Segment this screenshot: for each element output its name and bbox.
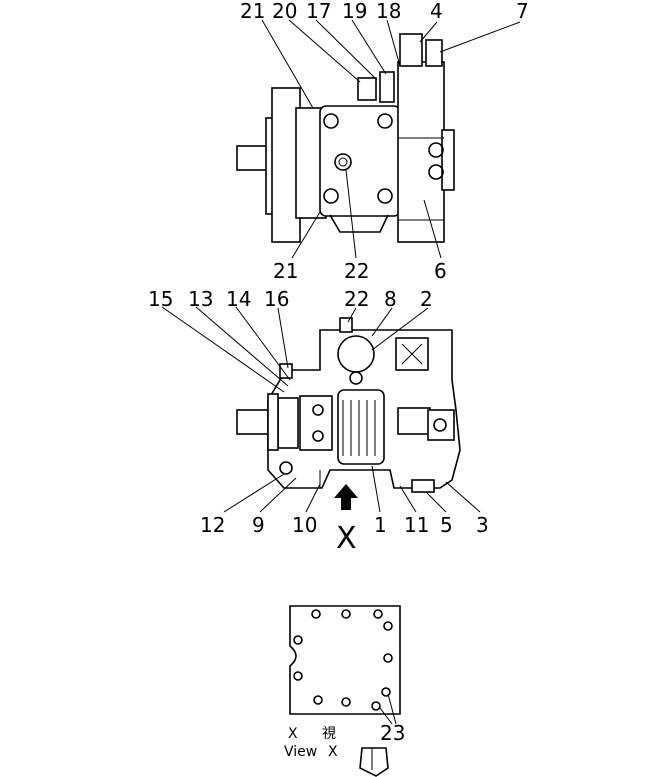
callout-label: 17 — [306, 0, 331, 23]
top-bolt-icon — [323, 113, 339, 129]
top-plug-22-icon — [334, 153, 352, 171]
callout-label: 16 — [264, 287, 289, 311]
bottom-bolt-icon — [311, 609, 321, 619]
section-valve-plate — [397, 407, 431, 435]
bottom-bolt-icon — [383, 653, 393, 663]
section-seal — [267, 393, 279, 451]
callout-label: 11 — [404, 513, 429, 537]
callout-label: 22 — [344, 259, 369, 283]
top-valve-4 — [399, 33, 423, 67]
callout-label: 15 — [148, 287, 173, 311]
section-drain-plug-5 — [411, 479, 435, 493]
top-port-icon — [428, 164, 444, 180]
callout-label: 3 — [476, 513, 489, 537]
callout-label: 14 — [226, 287, 251, 311]
bottom-bolt-icon — [383, 621, 393, 631]
top-bolt-icon — [377, 188, 393, 204]
top-port-icon — [428, 142, 444, 158]
callout-label: 22 — [344, 287, 369, 311]
top-pump-body — [319, 105, 401, 217]
bottom-bolt-icon — [341, 697, 351, 707]
callout-label: 8 — [384, 287, 397, 311]
bottom-bolt-icon — [341, 609, 351, 619]
callout-label: 21 — [273, 259, 298, 283]
section-bearing — [277, 397, 299, 449]
top-view — [236, 33, 455, 243]
view-arrow — [334, 484, 358, 510]
bottom-bolt-icon — [293, 671, 303, 681]
callout-label: 18 — [376, 0, 401, 23]
callout-label: 4 — [430, 0, 443, 23]
top-plug-22-inner-icon — [338, 157, 348, 167]
callout-label: 6 — [434, 259, 447, 283]
callout-label: 2 — [420, 287, 433, 311]
section-cylinder-block — [337, 389, 385, 465]
section-servo-piston-icon — [337, 335, 375, 373]
bottom-bolt-icon — [293, 635, 303, 645]
bottom-labels: 23 X 視 View X — [284, 721, 405, 760]
callout-label: 1 — [374, 513, 387, 537]
top-labels: 21 20 17 19 18 4 7 21 22 6 — [240, 0, 529, 283]
top-bolt-icon — [377, 113, 393, 129]
section-view — [236, 317, 461, 493]
callout-label: 23 — [380, 721, 405, 745]
arrow-up-icon — [334, 484, 358, 510]
view-marker-x: X — [336, 521, 357, 556]
callout-label: 19 — [342, 0, 367, 23]
section-swash-plate — [299, 395, 333, 451]
top-body-foot — [329, 214, 389, 233]
bottom-leaders — [379, 693, 397, 725]
section-labels: 15 13 14 16 22 8 2 12 9 10 1 11 5 3 X — [148, 287, 489, 556]
section-regulator-box — [395, 337, 429, 371]
bottom-bolt-icon — [371, 701, 381, 711]
view-caption-view-x: X — [328, 744, 338, 760]
view-caption-view: View — [284, 744, 317, 760]
section-part-12-icon — [279, 461, 293, 475]
callout-label: 13 — [188, 287, 213, 311]
section-plug-22 — [339, 317, 353, 333]
callout-label: 21 — [240, 0, 265, 23]
section-end-plug — [427, 409, 455, 441]
callout-label: 5 — [440, 513, 453, 537]
bottom-bolt-icon — [373, 609, 383, 619]
top-valve-7 — [425, 39, 443, 67]
bottom-view — [289, 605, 401, 777]
view-caption-kanji: 視 — [322, 726, 336, 742]
top-fitting-20 — [357, 77, 377, 101]
top-regulator-block — [397, 61, 445, 243]
top-bolt-icon — [323, 188, 339, 204]
bottom-plate — [289, 605, 401, 715]
bottom-bolt-icon — [381, 687, 391, 697]
top-regulator-side — [441, 129, 455, 191]
section-leaders — [161, 306, 481, 513]
callout-label: 12 — [200, 513, 225, 537]
bottom-bolt-icon — [313, 695, 323, 705]
callout-label: 10 — [292, 513, 317, 537]
callout-label: 9 — [252, 513, 265, 537]
callout-label: 7 — [516, 0, 529, 23]
section-part-16 — [279, 363, 293, 379]
view-caption-x: X — [288, 726, 298, 742]
bottom-part-23 — [359, 747, 389, 777]
top-leaders — [261, 19, 521, 259]
callout-label: 20 — [272, 0, 297, 23]
top-fitting-17 — [379, 71, 395, 103]
